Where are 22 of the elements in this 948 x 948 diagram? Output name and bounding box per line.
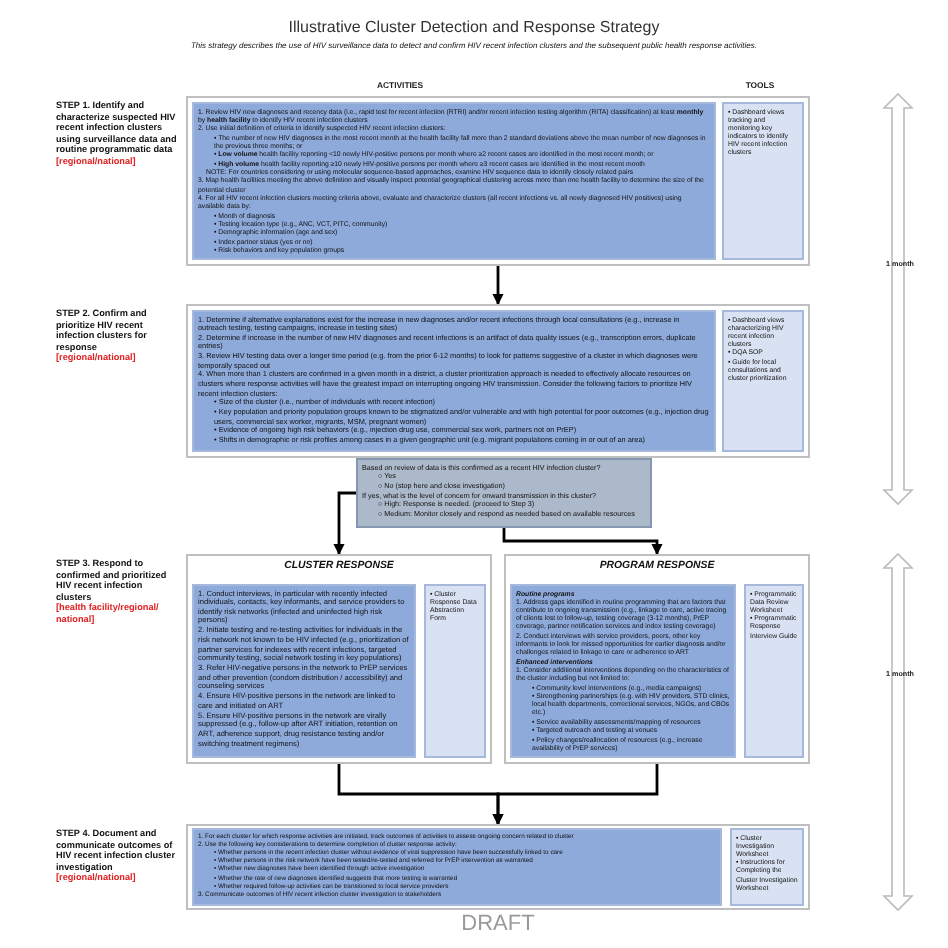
- tools-box: [744, 584, 804, 758]
- arrow: [333, 491, 356, 556]
- tools-box: [424, 584, 486, 758]
- title: Illustrative Cluster Detection and Response Strategy: [286, 18, 662, 36]
- response-panel: [186, 554, 492, 764]
- step-panel: [186, 96, 810, 266]
- draft-label: DRAFT: [459, 912, 537, 936]
- activities-box: [192, 584, 416, 758]
- tools-box: [722, 102, 804, 260]
- tools-box: [730, 828, 804, 906]
- activities-box: [192, 828, 722, 906]
- step-panel: [186, 304, 810, 458]
- arrow: [492, 764, 659, 826]
- activities-box: [510, 584, 736, 758]
- step-panel: [186, 824, 810, 910]
- activities-box: [192, 310, 716, 452]
- arrow: [502, 528, 663, 556]
- tools-box: [722, 310, 804, 452]
- activities-box: [192, 102, 716, 260]
- arrow: [492, 266, 504, 306]
- response-panel: [504, 554, 810, 764]
- decision-box: [356, 458, 652, 528]
